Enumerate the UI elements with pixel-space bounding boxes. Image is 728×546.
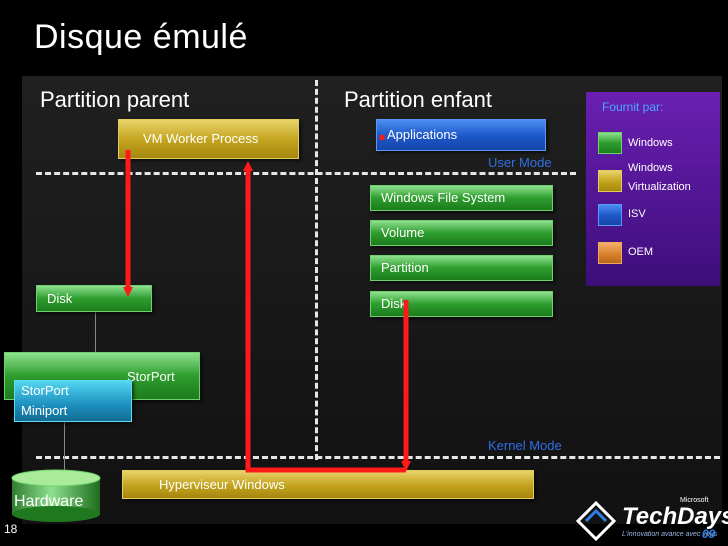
section-child-label: Partition enfant (344, 87, 492, 112)
legend-swatch-isv (598, 204, 622, 226)
arrow-hypervisor-to-vmworker (243, 161, 406, 473)
legend-label-windows-virt-1: Windows (628, 162, 673, 174)
user-mode-separator (36, 172, 576, 175)
legend-label-isv: ISV (628, 208, 646, 220)
legend-label-windows-virt-2: Virtualization (628, 181, 691, 193)
legend-swatch-windows (598, 132, 622, 154)
slide-title: Disque émulé (34, 18, 248, 56)
logo-name: TechDays (622, 503, 728, 530)
partition-separator (315, 80, 318, 460)
logo-brand: Microsoft (680, 497, 709, 504)
kernel-mode-label: Kernel Mode (488, 438, 562, 453)
disk-storport-connector (95, 312, 96, 354)
hardware-cylinder-icon (11, 469, 101, 522)
vm-worker-process-box[interactable]: VM Worker Process (118, 119, 299, 159)
legend-title: Fournit par: (602, 100, 664, 114)
section-parent-label: Partition parent (40, 87, 190, 112)
partition-box[interactable]: Partition (370, 255, 553, 281)
applications-box[interactable]: Applications (376, 119, 546, 151)
logo-tagline: L'innovation avance avec vous (622, 531, 718, 538)
miniport-hardware-connector (64, 422, 65, 470)
slide-number: 18 (4, 522, 18, 536)
hypervisor-box[interactable]: Hyperviseur Windows (122, 470, 534, 499)
disk-child-box[interactable]: Disk (370, 291, 553, 317)
storport-miniport-line1: StorPort (21, 383, 69, 398)
legend-swatch-oem (598, 242, 622, 264)
legend-label-windows: Windows (628, 137, 673, 149)
volume-box[interactable]: Volume (370, 220, 553, 246)
logo-year: 09 (702, 527, 716, 541)
techdays-logo: Microsoft TechDays L'innovation avance a… (576, 497, 728, 543)
hardware-label: Hardware (14, 493, 84, 510)
legend-swatch-windows-virtualization (598, 170, 622, 192)
legend-label-oem: OEM (628, 246, 654, 258)
disk-parent-box[interactable]: Disk (36, 285, 152, 312)
storport-miniport-line2: Miniport (21, 403, 68, 418)
user-mode-label: User Mode (488, 155, 552, 170)
windows-file-system-box[interactable]: Windows File System (370, 185, 553, 211)
storport-miniport-box[interactable]: StorPort Miniport (14, 380, 132, 422)
kernel-mode-separator (36, 456, 720, 459)
techdays-diamond-icon (576, 501, 616, 541)
legend-panel: Fournit par: Windows Windows Virtualizat… (586, 92, 720, 286)
